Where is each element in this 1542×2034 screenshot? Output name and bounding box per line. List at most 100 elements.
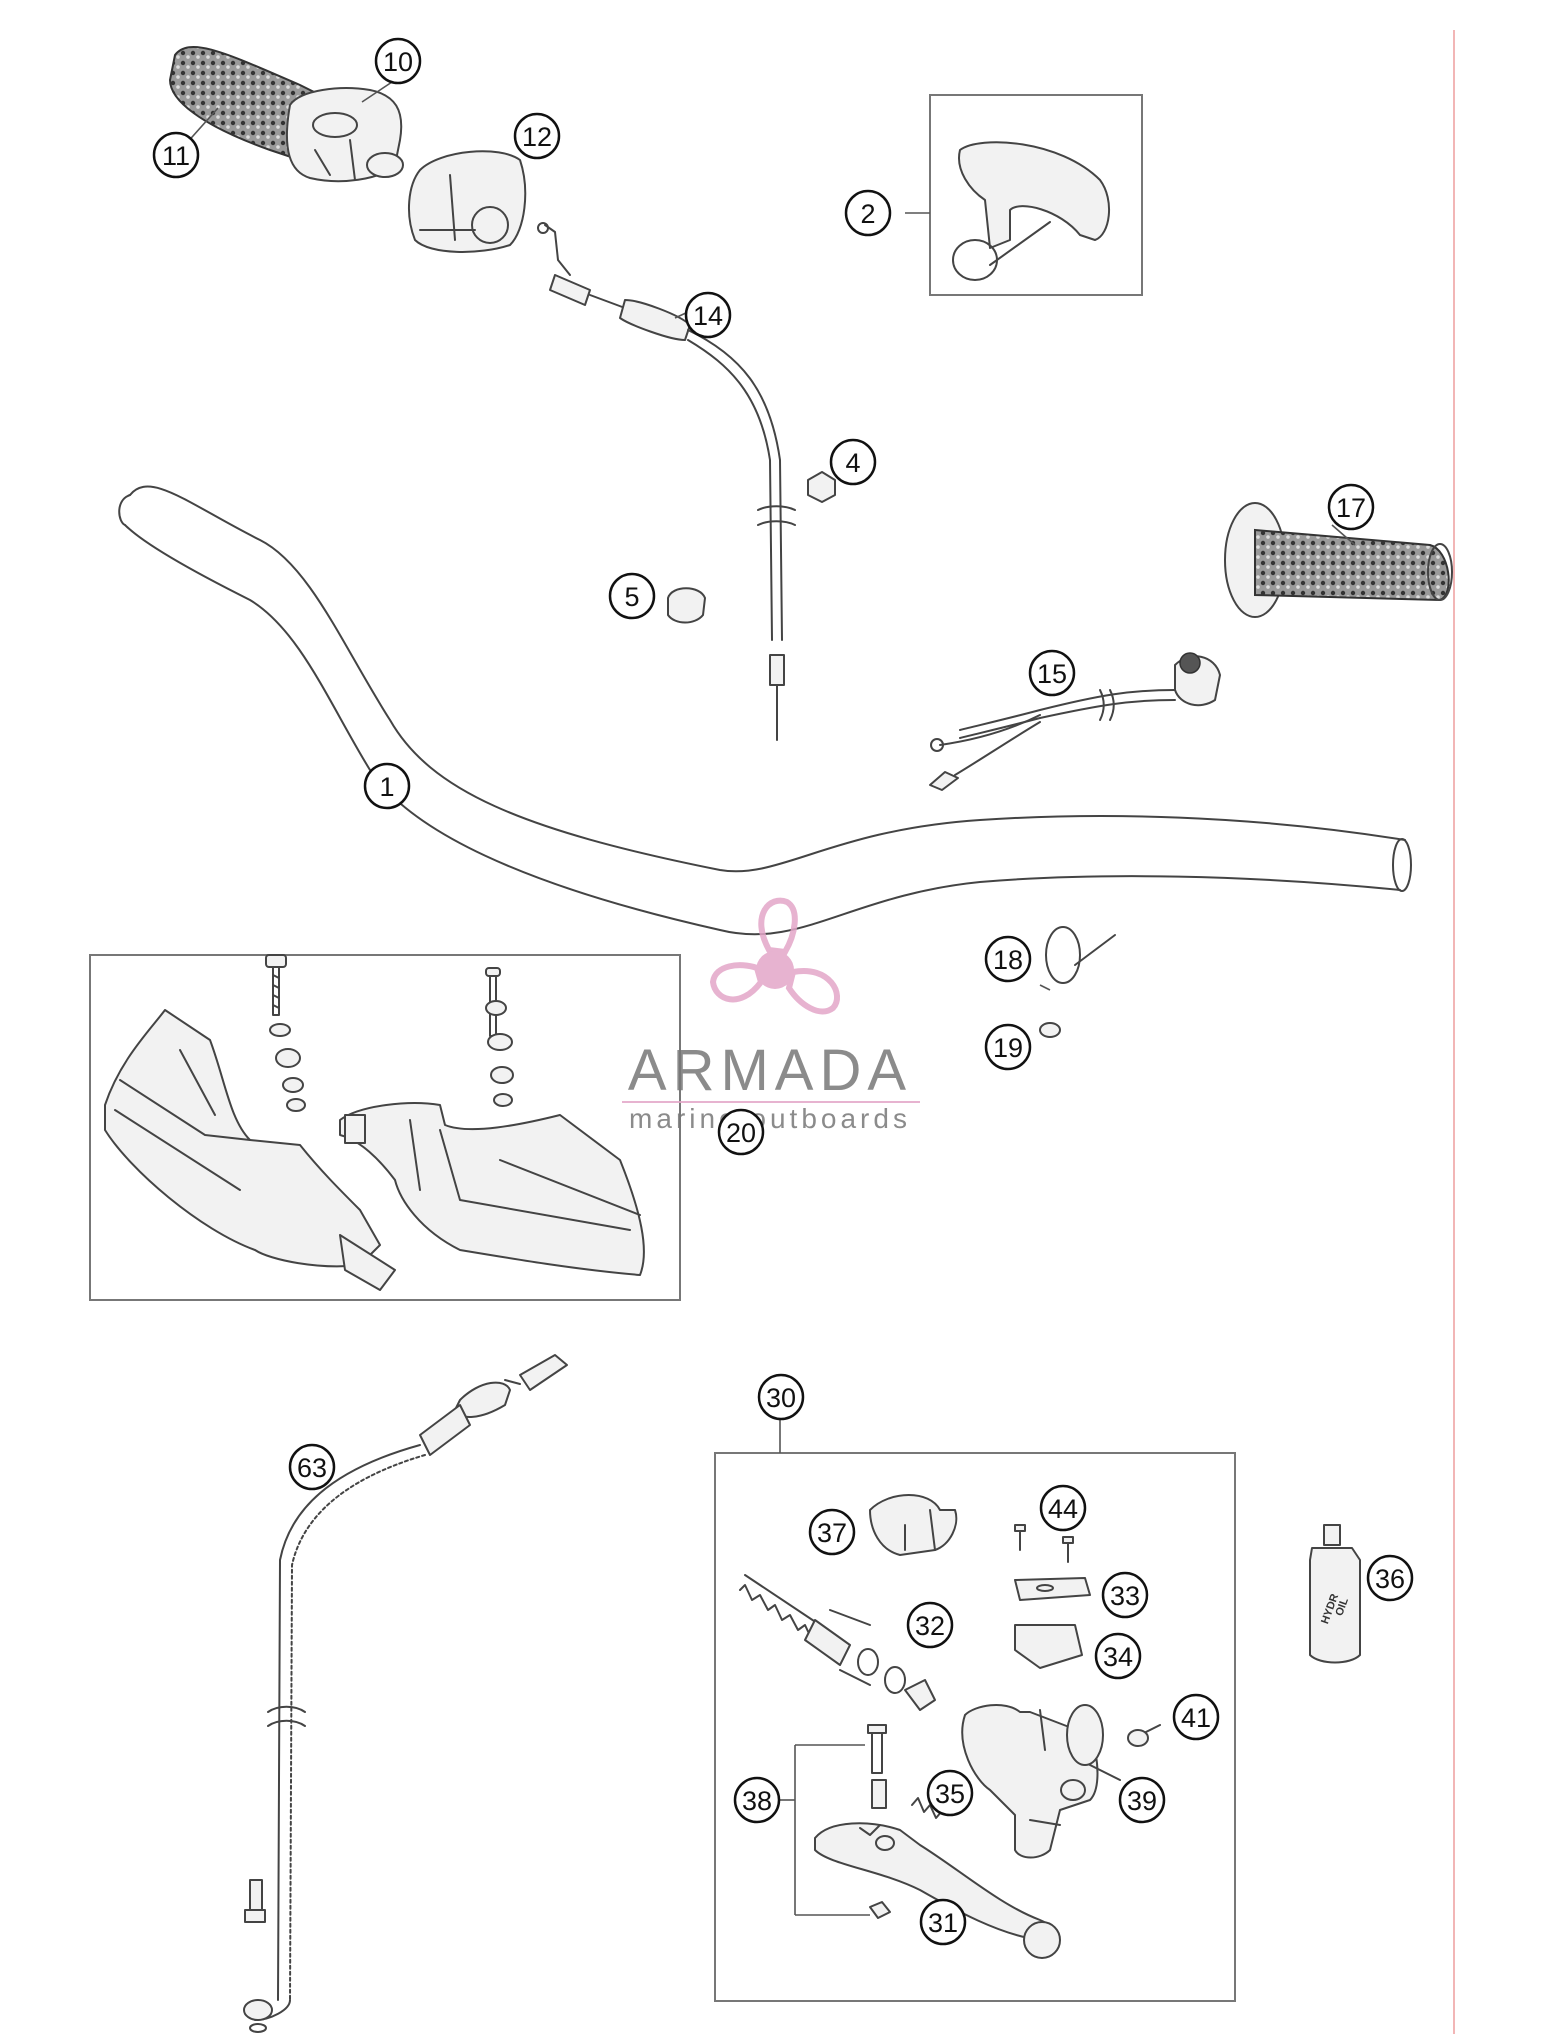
callout-1: 1 — [363, 762, 411, 810]
callout-circle — [926, 1769, 974, 1817]
cable-tie-18 — [1045, 926, 1116, 984]
callout-circle — [1028, 649, 1076, 697]
callout-circle — [1101, 1571, 1149, 1619]
callout-number: 2 — [860, 199, 875, 229]
callout-circle — [374, 37, 422, 85]
callout-circle — [1039, 1484, 1087, 1532]
callout-30: 30 — [757, 1373, 805, 1421]
callout-circle — [906, 1601, 954, 1649]
callout-35: 35 — [926, 1769, 974, 1817]
callout-number: 17 — [1336, 493, 1366, 523]
callout-circle — [363, 762, 411, 810]
spring-35 — [911, 1797, 943, 1819]
plug-19 — [1039, 1022, 1061, 1038]
callout-number: 12 — [522, 122, 552, 152]
cable-clip — [667, 587, 706, 624]
callout-circle — [757, 1373, 805, 1421]
callout-circle — [829, 438, 877, 486]
callout-circle — [288, 1443, 336, 1491]
hand-guard-left — [104, 1009, 396, 1291]
callout-37: 37 — [808, 1508, 856, 1556]
watermark-tagline: marine outboards — [629, 1103, 911, 1134]
callout-12: 12 — [513, 112, 561, 160]
callout-33: 33 — [1101, 1571, 1149, 1619]
callout-number: 1 — [379, 772, 394, 802]
screws-44 — [1014, 1524, 1074, 1563]
callout-number: 20 — [726, 1118, 756, 1148]
bottle-label-line2: OIL — [1333, 1596, 1351, 1618]
callout-number: 14 — [693, 301, 723, 331]
callout-number: 15 — [1037, 659, 1067, 689]
cable-nut — [807, 471, 836, 503]
callout-38: 38 — [733, 1776, 781, 1824]
guard-bolt-left — [265, 954, 306, 1112]
callout-number: 63 — [297, 1453, 327, 1483]
callout-number: 44 — [1048, 1494, 1078, 1524]
reservoir-cap-33 — [1014, 1577, 1091, 1601]
callout-17: 17 — [1327, 483, 1375, 531]
lever-guard-37 — [869, 1494, 958, 1556]
callout-number: 19 — [993, 1033, 1023, 1063]
cable-tie — [952, 221, 1051, 281]
callout-circle — [984, 935, 1032, 983]
callout-circle — [808, 1508, 856, 1556]
callout-number: 30 — [766, 1383, 796, 1413]
part-20-group-box — [89, 954, 681, 1301]
callout-14: 14 — [684, 291, 732, 339]
propeller-logo-icon — [709, 897, 840, 1015]
throttle-housing — [286, 87, 404, 183]
seal-32 — [857, 1648, 936, 1711]
callout-44: 44 — [1039, 1484, 1087, 1532]
callout-20: 20 — [717, 1108, 765, 1156]
callout-number: 37 — [817, 1518, 847, 1548]
piston-spring — [739, 1574, 871, 1686]
callout-number: 10 — [383, 47, 413, 77]
throttle-cable — [537, 222, 796, 741]
callout-number: 5 — [624, 582, 639, 612]
callout-63: 63 — [288, 1443, 336, 1491]
callout-circle — [152, 131, 200, 179]
bolt-41 — [1127, 1724, 1161, 1747]
callout-5: 5 — [608, 572, 656, 620]
callout-circle — [1094, 1632, 1142, 1680]
callout-circle — [1172, 1693, 1220, 1741]
leader-lines — [175, 79, 1356, 991]
callout-circle — [1327, 483, 1375, 531]
callout-number: 39 — [1127, 1786, 1157, 1816]
callout-number: 35 — [935, 1779, 965, 1809]
callout-circle — [919, 1898, 967, 1946]
callout-34: 34 — [1094, 1632, 1142, 1680]
callout-number: 31 — [928, 1908, 958, 1938]
callout-number: 41 — [1181, 1703, 1211, 1733]
master-cylinder-39 — [961, 1704, 1121, 1859]
guard-bolt-right — [485, 967, 514, 1107]
kill-switch — [929, 652, 1221, 791]
callout-19: 19 — [984, 1023, 1032, 1071]
callout-39: 39 — [1118, 1776, 1166, 1824]
callout-circle — [684, 291, 732, 339]
callout-number: 11 — [162, 141, 190, 171]
clutch-lever-31 — [814, 1822, 1061, 1959]
callout-number: 36 — [1375, 1564, 1405, 1594]
throttle-cover — [408, 150, 527, 253]
watermark-brand: ARMADA — [628, 1038, 912, 1103]
callout-10: 10 — [374, 37, 422, 85]
cable-cover — [958, 141, 1111, 249]
callout-11: 11 — [152, 131, 200, 179]
callout-41: 41 — [1172, 1693, 1220, 1741]
hand-guard-right — [339, 1102, 645, 1276]
callout-number: 33 — [1110, 1581, 1140, 1611]
callout-labels: 1245101112141517181920303132333435363738… — [152, 37, 1414, 1946]
callout-15: 15 — [1028, 649, 1076, 697]
callout-circle — [717, 1108, 765, 1156]
callout-circle — [844, 189, 892, 237]
callout-circle — [984, 1023, 1032, 1071]
armada-watermark: ARMADA marine outboards — [622, 897, 920, 1134]
callout-number: 34 — [1103, 1642, 1133, 1672]
callout-circle — [608, 572, 656, 620]
callout-circle — [1366, 1554, 1414, 1602]
callout-circle — [1118, 1776, 1166, 1824]
callout-circle — [733, 1776, 781, 1824]
callout-31: 31 — [919, 1898, 967, 1946]
